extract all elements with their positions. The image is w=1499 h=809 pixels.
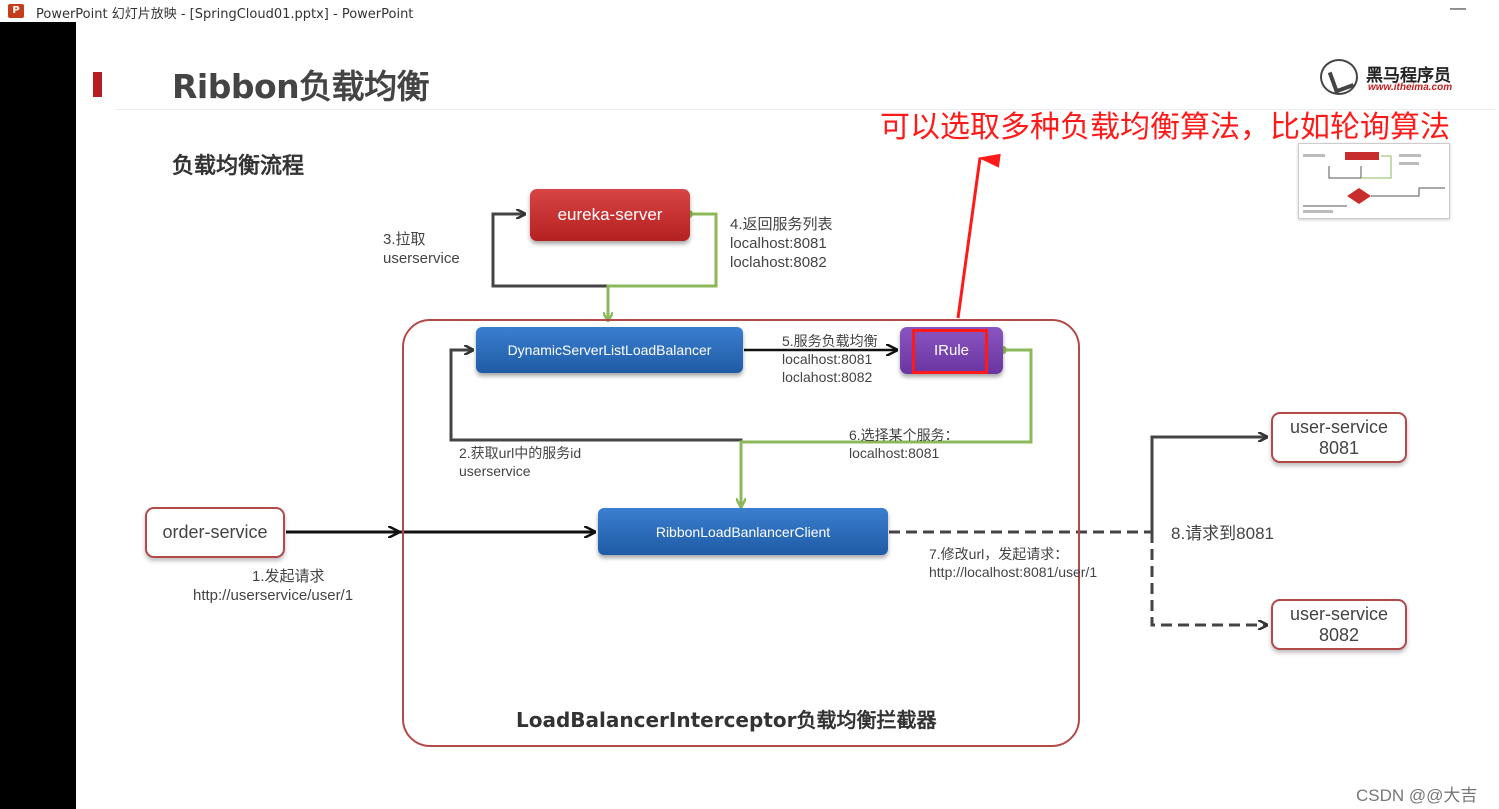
step4-title: 4.返回服务列表 — [730, 216, 833, 233]
order-service-node: order-service — [145, 507, 285, 558]
interceptor-frame — [402, 319, 1080, 747]
red-annotation-text: 可以选取多种负载均衡算法，比如轮询算法 — [880, 110, 1450, 145]
step8-label: 8.请求到8081 — [1171, 524, 1274, 543]
step6-title: 6.选择某个服务： — [849, 427, 959, 443]
logo-name: 黑马程序员 — [1366, 66, 1451, 86]
step1-label: 1.发起请求 http://userservice/user/1 — [193, 567, 353, 605]
step5-title: 5.服务负载均衡 — [782, 333, 878, 349]
arrow-step4 — [608, 212, 718, 320]
step1-title: 1.发起请求 — [252, 568, 325, 585]
thumbnail-graphic — [1303, 152, 1445, 213]
itheima-logo: 黑马程序员 www.itheima.com — [1320, 57, 1470, 97]
eureka-server-node: eureka-server — [530, 189, 690, 241]
step6-label: 6.选择某个服务： localhost:8081 — [849, 426, 959, 462]
arrow-step6 — [741, 348, 1033, 506]
step4-value-1: localhost:8081 — [730, 235, 827, 252]
user-service-8082-port: 8082 — [1318, 624, 1360, 645]
slideshow-margin — [0, 22, 76, 809]
slide-canvas[interactable] — [76, 22, 1499, 809]
red-pointer-arrow — [956, 153, 1001, 319]
arrow-to-8082 — [1150, 532, 1266, 625]
step3-label: 3.拉取 userservice — [383, 230, 460, 268]
user-service-8081-port: 8081 — [1318, 437, 1360, 458]
step6-value: localhost:8081 — [849, 445, 940, 461]
interceptor-label: LoadBalancerInterceptor负载均衡拦截器 — [516, 708, 937, 732]
step3-title: 3.拉取 — [383, 231, 426, 248]
step3-value: userservice — [383, 250, 460, 267]
powerpoint-icon: P — [8, 4, 24, 18]
step5-value-2: loclahost:8082 — [782, 369, 873, 385]
csdn-watermark: CSDN @@大吉 — [1356, 786, 1478, 805]
step7-value: http://localhost:8081/user/1 — [929, 564, 1098, 580]
window-title: PowerPoint 幻灯片放映 - [SpringCloud01.pptx] … — [36, 7, 414, 22]
window-titlebar: P PowerPoint 幻灯片放映 - [SpringCloud01.pptx… — [0, 0, 1499, 23]
ribbon-client-node: RibbonLoadBanlancerClient — [598, 508, 888, 555]
slide-title: Ribbon负载均衡 — [172, 67, 430, 106]
step5-value-1: localhost:8081 — [782, 351, 873, 367]
step2-title: 2.获取url中的服务id — [459, 445, 582, 461]
minimize-button[interactable]: — — [1450, 0, 1466, 17]
title-accent-bar — [93, 72, 102, 97]
step4-label: 4.返回服务列表 localhost:8081 loclahost:8082 — [730, 215, 833, 272]
step5-label: 5.服务负载均衡 localhost:8081 loclahost:8082 — [782, 332, 878, 386]
dynamic-loadbalancer-node: DynamicServerListLoadBalancer — [476, 327, 743, 373]
step2-label: 2.获取url中的服务id userservice — [459, 444, 581, 480]
logo-mark-icon — [1320, 59, 1358, 95]
user-service-8081-node: user-service 8081 — [1271, 412, 1407, 463]
step7-label: 7.修改url，发起请求： http://localhost:8081/user… — [929, 545, 1097, 581]
step1-value: http://userservice/user/1 — [193, 587, 354, 604]
step2-value: userservice — [459, 463, 531, 479]
title-divider — [115, 109, 1495, 110]
arrow-to-8081 — [1150, 437, 1266, 532]
step4-value-2: loclahost:8082 — [730, 254, 827, 271]
irule-highlight-box — [912, 329, 988, 374]
slide-subtitle: 负载均衡流程 — [172, 154, 305, 179]
user-service-8082-node: user-service 8082 — [1271, 599, 1407, 650]
diagram-thumbnail — [1298, 143, 1450, 219]
irule-label: IRule — [933, 342, 970, 359]
user-service-8082-name: user-service — [1289, 603, 1389, 624]
user-service-8081-name: user-service — [1289, 416, 1389, 437]
step7-title: 7.修改url，发起请求： — [929, 546, 1069, 562]
logo-url: www.itheima.com — [1368, 82, 1453, 93]
